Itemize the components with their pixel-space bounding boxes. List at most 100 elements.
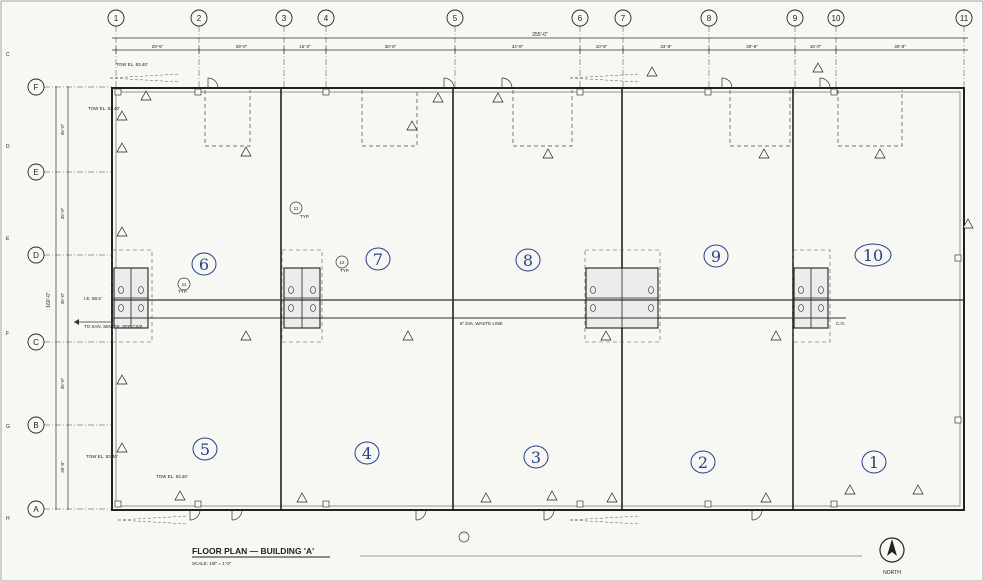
column-bubble [614,9,632,27]
row-bubble [27,416,45,434]
unit-number-circle [354,441,380,465]
dashed-restroom-envelope [111,249,153,343]
keynote-triangle [480,492,492,503]
door-swing [231,509,243,521]
left-dimension-label: 35'-0" [60,292,65,304]
left-dimension-label: 35'-0" [60,461,65,473]
overhead-door-fan [569,73,641,83]
column-marker [954,416,962,424]
column-bubble [827,9,845,27]
keynote-triangle [116,142,128,153]
row-bubble [27,78,45,96]
top-dimension-label: 33'-8" [660,44,672,49]
column-bubble-label: 2 [197,14,202,23]
toilet-icon [118,286,124,294]
keynote-triangle [758,148,770,159]
column-bubble [955,9,973,27]
unit-number-circle [192,437,218,461]
tow-note-top: TOW EL. 83.40' [116,62,148,67]
toilet-icon [798,304,804,312]
keynote-triangle [600,330,612,341]
toilet-icon [648,286,654,294]
toilet-icon [818,286,824,294]
keynote-triangle [406,120,418,131]
dashed-restroom-envelope [281,249,323,343]
dashed-restroom-envelope [792,249,831,343]
column-marker [576,500,584,508]
keynote-11-label: 11 [294,206,299,211]
top-dimension-label: 34'-8" [512,44,524,49]
column-bubble [446,9,464,27]
left-dimension-label: 35'-0" [60,377,65,389]
section-marker-icon [458,531,470,543]
column-marker [830,500,838,508]
unit-number-label: 4 [362,444,372,463]
keynote-triangle [844,484,856,495]
row-bubble-label: F [34,83,39,92]
column-marker [114,88,122,96]
column-bubble-label: 3 [282,14,287,23]
door-swing [543,509,555,521]
tow-note-bottom-left: TOW EL. 83.40' [86,454,118,459]
keynote-triangle [912,484,924,495]
unit-number-label: 8 [523,251,533,270]
row-bubble-label: E [33,168,38,177]
typ-note-c: TYP. [340,268,349,273]
keynote-triangle [812,62,824,73]
column-bubble [190,9,208,27]
keynote-triangle [546,490,558,501]
unit-number-label: 6 [199,255,209,274]
column-marker [322,500,330,508]
column-bubble [107,9,125,27]
sheet-edge-letter: F [6,331,9,337]
column-bubble-label: 9 [793,14,798,23]
keynote-triangle [606,492,618,503]
unit-number-circle [515,248,541,272]
unit-number-circle [690,450,716,474]
column-marker [194,500,202,508]
column-marker [830,88,838,96]
door-swing [501,77,513,89]
toilet-icon [590,304,596,312]
unit-number-circle [854,243,892,267]
toilet-icon [310,304,316,312]
left-dimension-label: 35'-0" [60,207,65,219]
top-dimension-label: 10'-8" [596,44,608,49]
unit-number-circle [191,252,217,276]
toilet-icon [310,286,316,294]
column-bubble [700,9,718,27]
sheet-edge-letter: D [6,144,10,150]
door-swing [189,509,201,521]
dashed-loading-areas [111,90,903,343]
top-dimension-label: 15'-0" [810,44,822,49]
keynote-12-bubble [335,255,349,269]
door-swing [819,77,831,89]
column-bubble-label: 8 [707,14,712,23]
column-marker [704,88,712,96]
toilet-icon [798,286,804,294]
column-bubble-label: 4 [324,14,329,23]
top-dimension-label: 15'-0" [299,44,311,49]
sewer-note: TO SAN. SEWER. SEE CIVIL [84,324,144,329]
column-bubble [786,9,804,27]
unit-number-label: 10 [863,246,883,265]
column-bubble [275,9,293,27]
row-bubble-label: C [33,338,39,347]
top-dimension-label: 30'-8" [894,44,906,49]
top-dimension-label: 29'-5" [152,44,164,49]
sheet-edge-letter: H [6,516,10,522]
dashed-loading-area [729,90,791,147]
keynote-triangle [240,330,252,341]
overall-left-dim-label: 160'-0" [46,292,52,308]
unit-number-label: 7 [373,250,383,269]
keynote-triangle [240,146,252,157]
overhead-door-fan [109,73,181,83]
left-dimension-label: 35'-0" [60,123,65,135]
title-block: FLOOR PLAN — BUILDING 'A' SCALE: 1/8" = … [192,531,905,576]
waste-line-note: 6" DIA. WASTE LINE [460,321,502,326]
north-label: NORTH [883,570,901,576]
overall-dim-label: 255'-0" [532,32,548,38]
